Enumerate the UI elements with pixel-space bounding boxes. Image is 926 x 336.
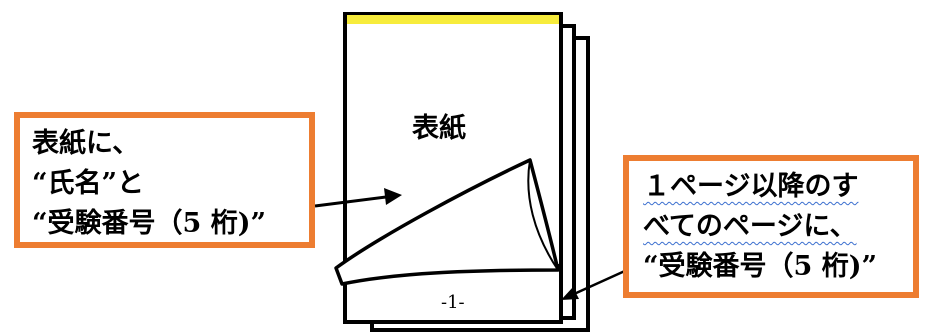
callout-left-line-2: “氏名”と — [32, 168, 145, 199]
cover-curl-flap — [334, 158, 560, 286]
callout-left-line-3: “受験番号（5 桁)” — [32, 208, 267, 239]
cover-top-highlight — [347, 15, 559, 24]
callout-right-line-2: べてのページに、 — [643, 211, 857, 242]
left-arrow-line — [314, 195, 387, 208]
callout-cover-instructions: 表紙に、 “氏名”と “受験番号（5 桁)” — [14, 112, 315, 248]
cover-curl-fold — [527, 159, 559, 271]
callout-page-instructions: １ページ以降のす べてのページに、 “受験番号（5 桁)” — [623, 155, 919, 298]
cover-title: 表紙 — [412, 113, 466, 144]
callout-right-line-3: “受験番号（5 桁)” — [643, 251, 878, 282]
left-arrow-head — [384, 188, 402, 205]
page-number-label: -1- — [441, 292, 465, 313]
right-arrow-line — [573, 268, 628, 296]
callout-right-line-1: １ページ以降のす — [643, 171, 859, 202]
right-arrow-head — [561, 287, 579, 300]
callout-left-line-1: 表紙に、 — [32, 128, 140, 159]
